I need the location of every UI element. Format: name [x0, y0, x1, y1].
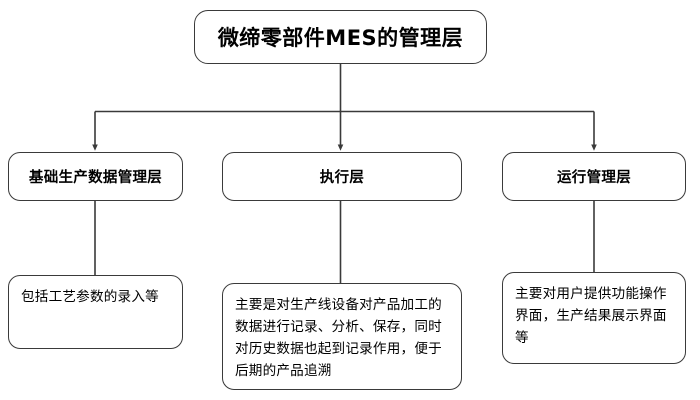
node-layer-basic-production-data-label: 基础生产数据管理层 [28, 170, 163, 186]
node-desc-operation-management-text: 主要对用户提供功能操作界面，生产结果展示界面等 [515, 286, 667, 347]
node-desc-execution[interactable]: 主要是对生产线设备对产品加工的数据进行记录、分析、保存，同时对历史数据也起到记录… [222, 283, 462, 390]
node-desc-operation-management[interactable]: 主要对用户提供功能操作界面，生产结果展示界面等 [502, 272, 686, 364]
node-desc-basic-production-data[interactable]: 包括工艺参数的录入等 [8, 275, 183, 349]
node-root-title-label: 微缔零部件MES的管理层 [217, 26, 464, 50]
node-layer-operation-management-label: 运行管理层 [557, 170, 631, 186]
node-desc-basic-production-data-text: 包括工艺参数的录入等 [21, 289, 159, 305]
node-layer-operation-management[interactable]: 运行管理层 [502, 152, 686, 201]
node-desc-execution-text: 主要是对生产线设备对产品加工的数据进行记录、分析、保存，同时对历史数据也起到记录… [235, 297, 442, 380]
node-layer-execution[interactable]: 执行层 [222, 152, 462, 201]
node-layer-basic-production-data[interactable]: 基础生产数据管理层 [8, 152, 183, 201]
node-layer-execution-label: 执行层 [319, 170, 365, 186]
node-root-title[interactable]: 微缔零部件MES的管理层 [194, 10, 487, 64]
